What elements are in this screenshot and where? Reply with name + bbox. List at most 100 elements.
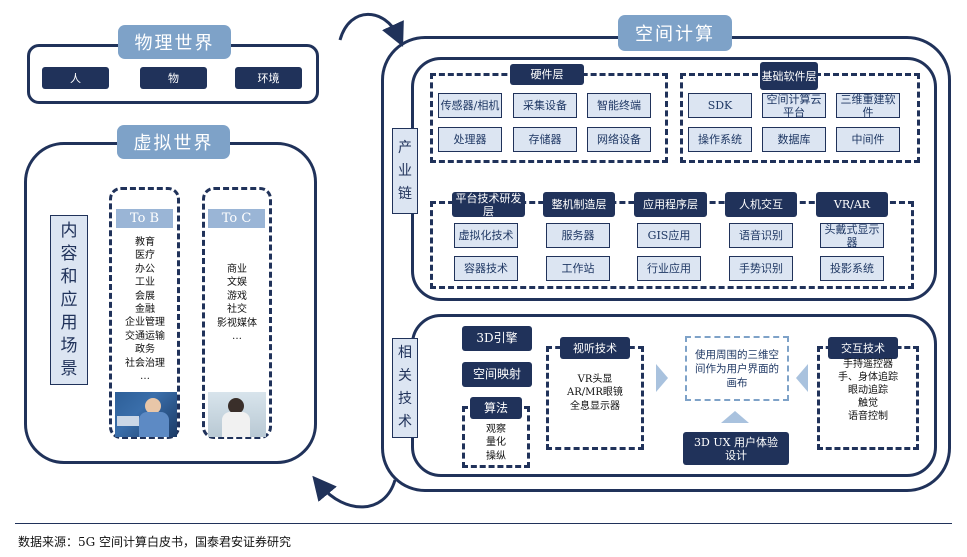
content-scenarios-char: 应 xyxy=(60,289,78,310)
interaction-tech-item: 语音控制 xyxy=(848,411,888,422)
content-scenarios-char: 景 xyxy=(60,358,78,379)
physical-item-environment: 环境 xyxy=(235,67,302,89)
arrow-right-in xyxy=(796,364,808,392)
physical-item-object: 物 xyxy=(140,67,207,89)
to-b-item: 金融 xyxy=(135,304,155,316)
hardware-layer-header: 硬件层 xyxy=(510,64,584,85)
content-scenarios-char: 场 xyxy=(60,335,78,356)
av-tech-item: 全息显示器 xyxy=(570,400,620,412)
physical-item-person: 人 xyxy=(42,67,109,89)
related-tech-label: 相关技术 xyxy=(392,338,418,438)
av-tech-list: VR头显 AR/MR眼镜全息显示器 xyxy=(549,373,641,413)
content-scenarios-char: 容 xyxy=(60,243,78,264)
to-c-item: 影视媒体 xyxy=(217,317,257,329)
to-b-item: 办公 xyxy=(135,263,155,275)
bottom-cycle-arrow xyxy=(312,475,397,509)
interaction-tech-item: 触觉 xyxy=(858,398,878,409)
content-scenarios-char: 和 xyxy=(60,266,78,287)
to-c-item: 社交 xyxy=(227,304,247,316)
sw-sdk: SDK xyxy=(688,93,752,118)
sw-middleware: 中间件 xyxy=(836,127,900,152)
hw-storage: 存储器 xyxy=(513,127,577,152)
content-scenarios-char: 内 xyxy=(60,220,78,241)
top-cycle-arrow xyxy=(338,13,404,47)
hw-sensor: 传感器/相机 xyxy=(438,93,502,118)
surgery-photo xyxy=(115,392,177,437)
layer-hci-item-1: 语音识别 xyxy=(729,223,793,248)
to-b-item: 教育 xyxy=(135,237,155,248)
interaction-tech-list: 手持遥控器手、身体追踪眼动追踪触觉语音控制 xyxy=(820,358,916,423)
industry-chain-label: 产业链 xyxy=(392,128,418,214)
layer-hci-header: 人机交互 xyxy=(725,192,797,217)
layer-app-item-2: 行业应用 xyxy=(637,256,701,281)
to-c-item: … xyxy=(232,331,242,343)
hw-capture: 采集设备 xyxy=(513,93,577,118)
hw-terminal: 智能终端 xyxy=(587,93,651,118)
related-tech-char: 关 xyxy=(398,368,412,384)
algorithm-item: 观察 xyxy=(486,424,506,435)
av-tech-item: VR头显 xyxy=(577,374,613,385)
layer-manufacture-item-2: 工作站 xyxy=(546,256,610,281)
to-b-item: … xyxy=(140,371,150,383)
related-tech-char: 技 xyxy=(398,391,412,407)
vr-user-photo xyxy=(208,392,266,437)
interaction-tech-header: 交互技术 xyxy=(828,337,898,359)
related-tech-char: 相 xyxy=(398,345,412,361)
spatial-computing-title: 空间计算 xyxy=(618,15,732,51)
to-c-item: 文娱 xyxy=(227,277,247,289)
industry-chain-char: 业 xyxy=(398,162,412,179)
to-c-list: 商业文娱游戏社交影视媒体 … xyxy=(205,263,269,343)
virtual-world-title: 虚拟世界 xyxy=(117,125,230,159)
to-b-item: 工业 xyxy=(135,277,155,289)
layer-manufacture-header: 整机制造层 xyxy=(543,192,615,217)
layer-vrar-item-1: 头戴式显示器 xyxy=(820,223,884,249)
layer-vrar-header: VR/AR xyxy=(816,192,888,217)
sw-3d-rebuild: 三维重建软件 xyxy=(836,93,900,119)
to-b-header: To B xyxy=(116,209,173,228)
industry-chain-char: 产 xyxy=(398,139,412,156)
to-b-item: 会展 xyxy=(135,290,155,302)
to-b-list: 教育医疗办公工业会展金融企业管理交通运输政务社会治理… xyxy=(112,236,178,383)
interaction-tech-item: 手、身体追踪 xyxy=(838,372,898,383)
sw-cloud: 空间计算云平台 xyxy=(762,93,826,119)
algorithm-item: 操纵 xyxy=(486,450,506,462)
av-tech-item: AR/MR眼镜 xyxy=(567,387,623,399)
layer-manufacture-item-1: 服务器 xyxy=(546,223,610,248)
to-b-item: 企业管理 xyxy=(125,317,165,329)
interaction-tech-item: 眼动追踪 xyxy=(848,385,888,396)
sw-database: 数据库 xyxy=(762,127,826,152)
engine-3d-box: 3D引擎 xyxy=(462,326,532,351)
interaction-tech-item: 手持遥控器 xyxy=(843,359,893,370)
arrow-up-in xyxy=(721,411,749,423)
center-canvas-text: 使用周围的三维空间作为用户界面的画布 xyxy=(695,348,779,389)
to-c-item: 游戏 xyxy=(227,290,247,302)
sw-os: 操作系统 xyxy=(688,127,752,152)
to-c-box xyxy=(202,187,272,439)
layer-app-header: 应用程序层 xyxy=(634,192,707,217)
base-software-header: 基础软件层 xyxy=(760,62,818,90)
related-tech-char: 术 xyxy=(398,414,412,430)
hw-network: 网络设备 xyxy=(587,127,651,152)
spatial-mapping-box: 空间映射 xyxy=(462,362,532,387)
arrow-left-in xyxy=(656,364,668,392)
to-c-item: 商业 xyxy=(227,264,247,275)
to-b-box xyxy=(109,187,180,439)
layer-platform-item-2: 容器技术 xyxy=(454,256,518,281)
to-b-item: 社会治理 xyxy=(125,357,165,369)
layer-app-item-1: GIS应用 xyxy=(637,223,701,248)
source-note: 数据来源：5G 空间计算白皮书，国泰君安证券研究 xyxy=(18,535,292,549)
algorithm-item: 量化 xyxy=(486,437,506,449)
algorithm-list: 观察量化操纵 xyxy=(465,423,527,463)
layer-hci-item-2: 手势识别 xyxy=(729,256,793,281)
industry-chain-char: 链 xyxy=(398,185,412,202)
content-scenarios-label: 内容和应用场景 xyxy=(50,215,88,385)
layer-platform-item-1: 虚拟化技术 xyxy=(454,223,518,248)
av-tech-header: 视听技术 xyxy=(560,337,630,359)
algorithm-header: 算法 xyxy=(470,397,522,419)
hw-processor: 处理器 xyxy=(438,127,502,152)
physical-world-title: 物理世界 xyxy=(118,25,231,59)
to-b-item: 交通运输 xyxy=(125,330,165,342)
to-b-item: 医疗 xyxy=(135,250,155,262)
layer-vrar-item-2: 投影系统 xyxy=(820,256,884,281)
